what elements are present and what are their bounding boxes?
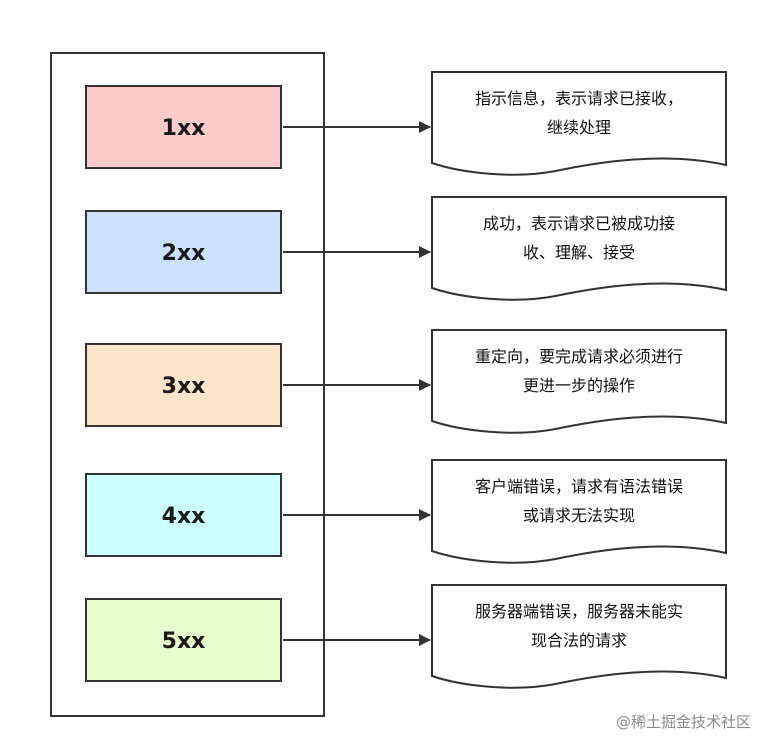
status-code-label: 3xx xyxy=(162,374,206,399)
description-text-line: 成功，表示请求已被成功接 xyxy=(483,214,675,233)
status-box-1xx xyxy=(85,85,282,169)
description-document-5xx xyxy=(431,584,727,689)
description-text-line: 继续处理 xyxy=(547,118,611,137)
description-text-line: 收、理解、接受 xyxy=(523,243,635,262)
description-text-line: 重定向，要完成请求必须进行 xyxy=(475,347,683,366)
status-box-4xx xyxy=(85,473,282,557)
watermark-text: @稀土掘金技术社区 xyxy=(615,713,751,731)
description-document-4xx xyxy=(431,459,727,564)
description-text-line: 或请求无法实现 xyxy=(523,506,635,525)
description-text-line: 服务器端错误，服务器未能实 xyxy=(475,602,683,621)
status-box-5xx xyxy=(85,598,282,682)
status-box-2xx xyxy=(85,210,282,294)
status-code-label: 5xx xyxy=(162,629,206,654)
description-document-1xx xyxy=(431,71,727,176)
description-text-line: 客户端错误，请求有语法错误 xyxy=(475,477,683,496)
description-text-line: 现合法的请求 xyxy=(531,631,627,650)
status-code-label: 4xx xyxy=(162,504,206,529)
description-document-2xx xyxy=(431,196,727,301)
status-code-label: 2xx xyxy=(162,241,206,266)
description-text-line: 更进一步的操作 xyxy=(523,376,635,395)
status-box-3xx xyxy=(85,343,282,427)
description-text-line: 指示信息，表示请求已接收， xyxy=(475,89,683,108)
description-document-3xx xyxy=(431,329,727,434)
status-code-label: 1xx xyxy=(162,116,206,141)
